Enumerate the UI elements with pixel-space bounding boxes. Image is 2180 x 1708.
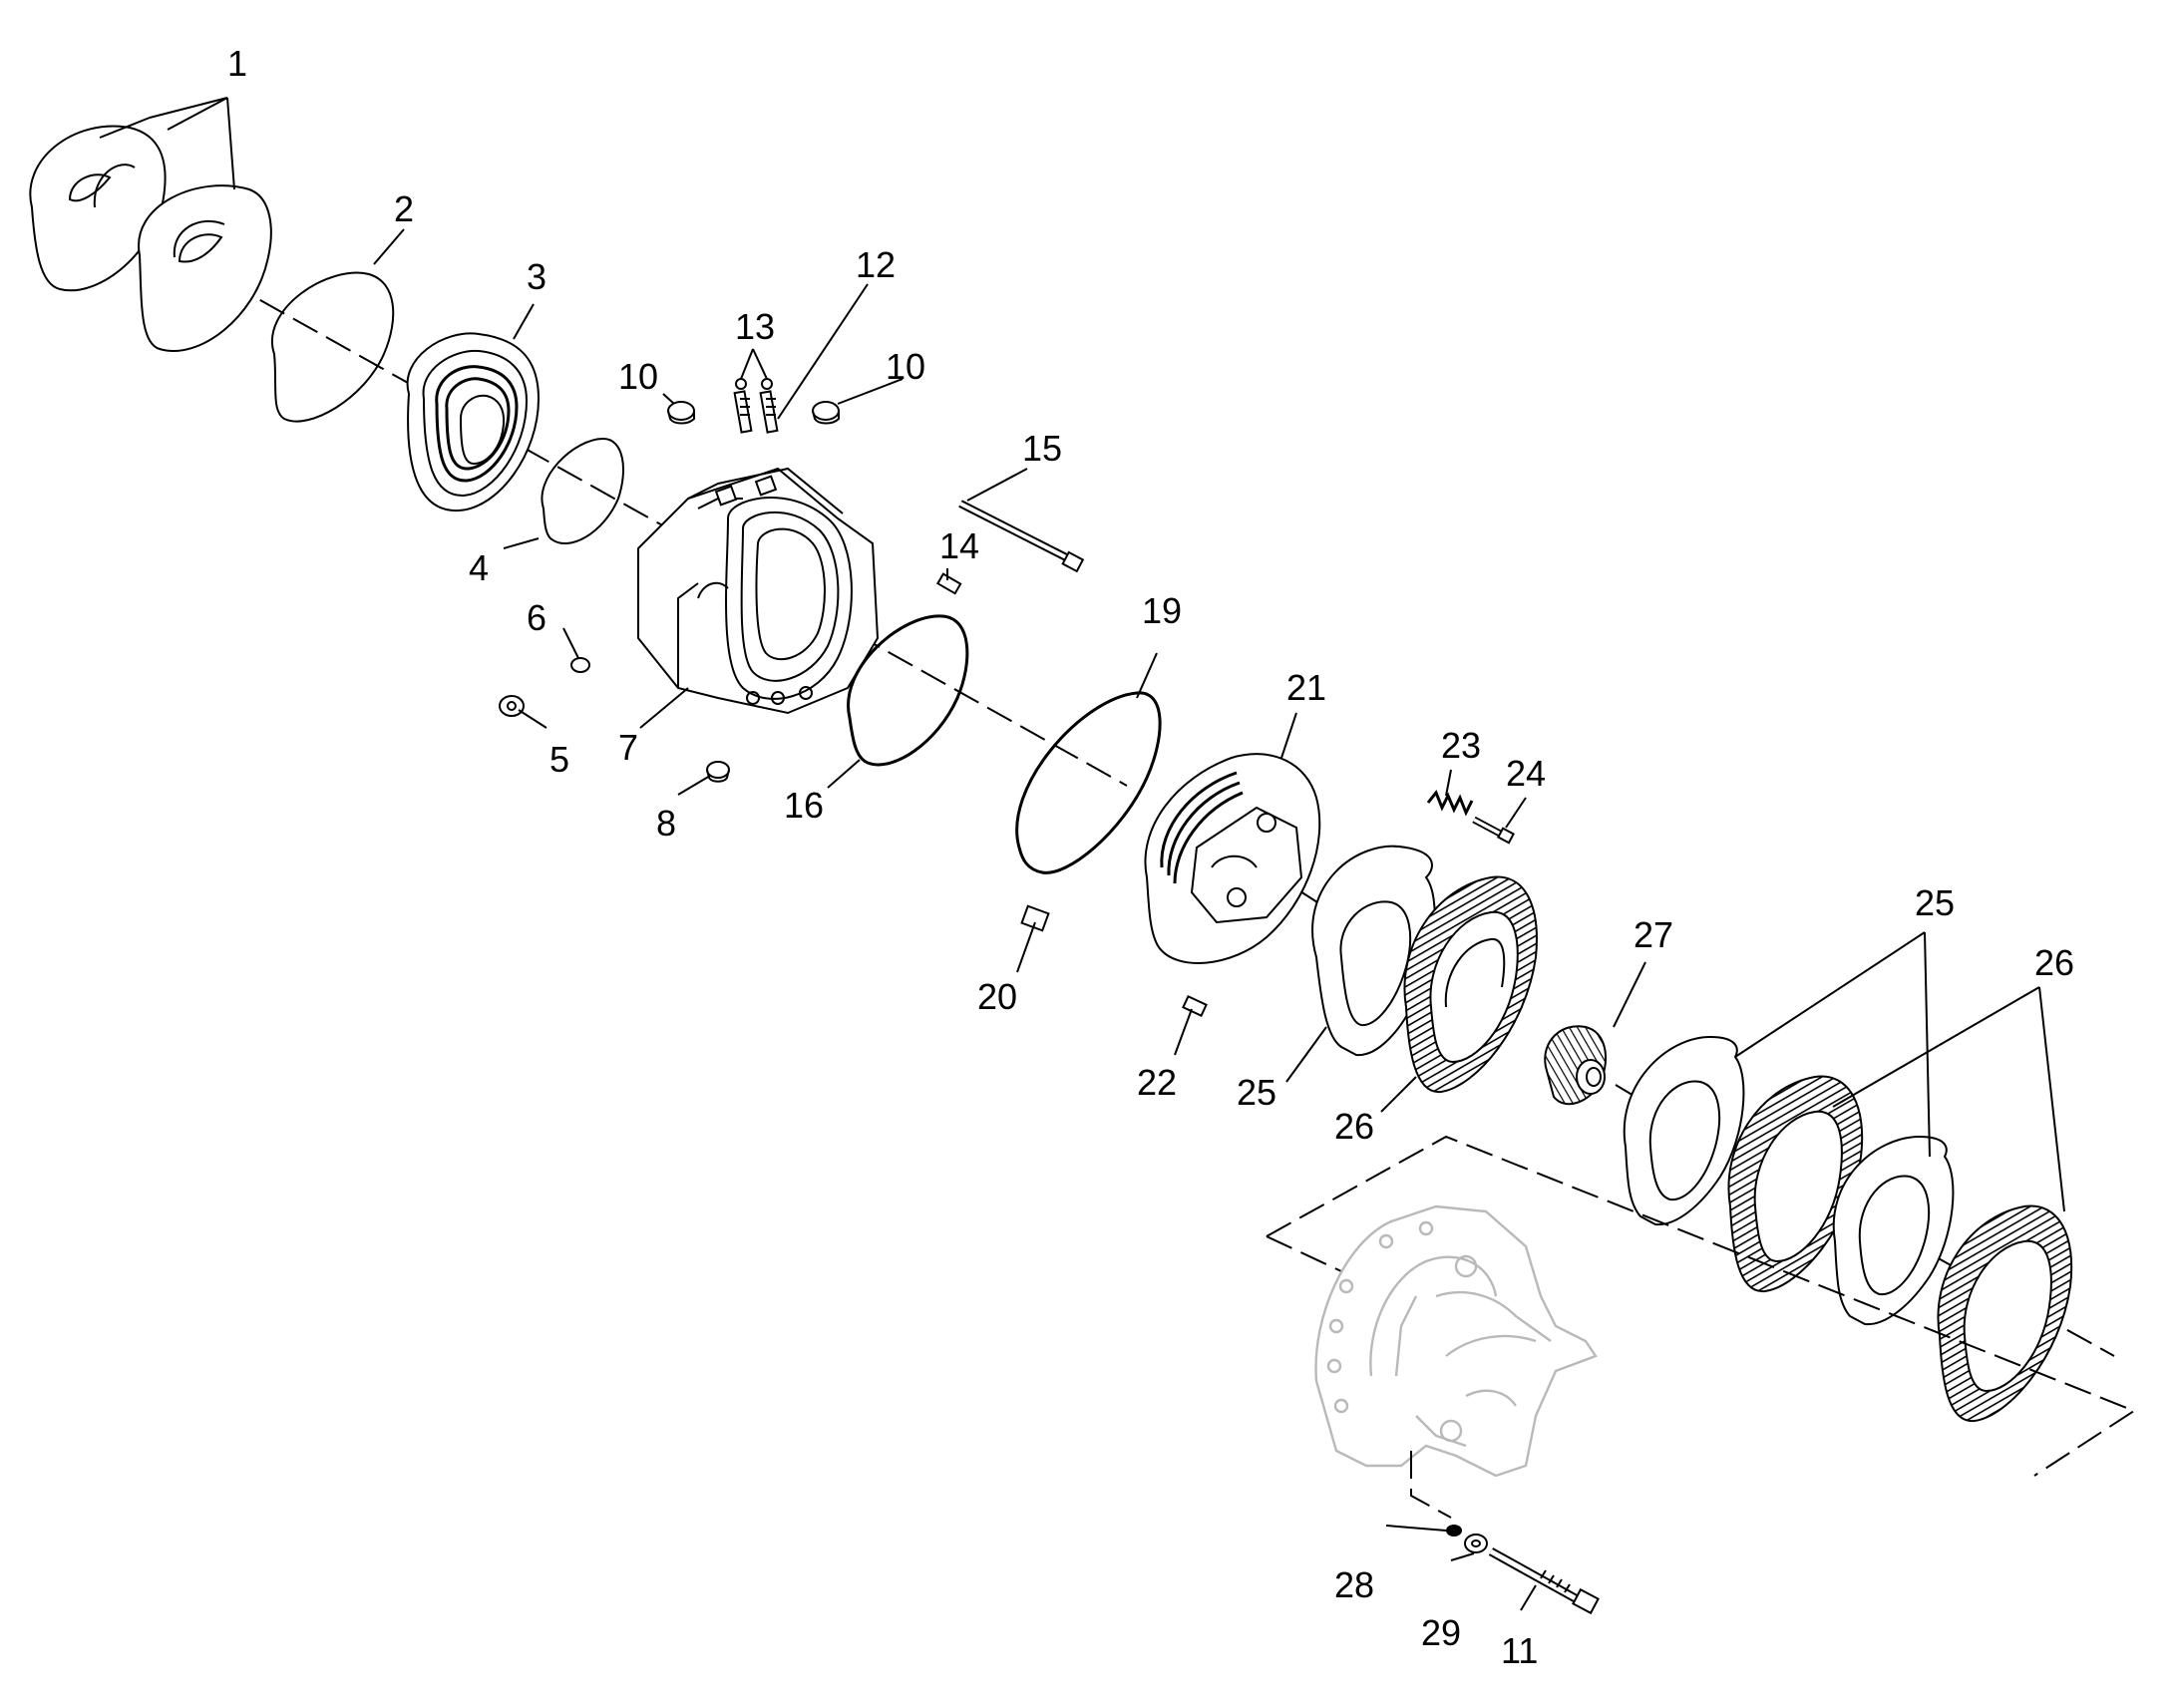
part-3-piston <box>406 332 541 512</box>
callout-3: 3 <box>527 256 546 297</box>
callout-labels: 1 2 3 4 5 6 7 8 10 10 13 12 15 14 16 19 … <box>227 43 2074 1671</box>
callout-21: 21 <box>1286 667 1326 708</box>
part-23-spring <box>1426 790 1474 817</box>
callout-25-a: 25 <box>1237 1072 1276 1113</box>
callout-28: 28 <box>1334 1564 1374 1605</box>
callout-22: 22 <box>1137 1062 1177 1103</box>
callout-26-a: 26 <box>1334 1106 1374 1147</box>
callout-25-b: 25 <box>1915 882 1955 923</box>
part-15-bolt <box>958 500 1085 573</box>
callout-10-right: 10 <box>886 346 925 387</box>
callout-1: 1 <box>227 43 247 84</box>
callout-15: 15 <box>1022 428 1062 469</box>
callout-16: 16 <box>784 785 824 826</box>
part-5-fitting <box>499 695 525 717</box>
callout-10-left: 10 <box>618 356 658 397</box>
centerline-bolt-11 <box>1410 1451 1452 1519</box>
part-6-small-ring <box>570 657 590 673</box>
callout-12: 12 <box>856 244 896 285</box>
part-10-plug-left <box>667 401 695 425</box>
callout-7: 7 <box>618 727 638 768</box>
part-25-separator-plate-2 <box>1623 1035 1745 1226</box>
part-20-dowel <box>1020 904 1050 932</box>
part-1-washer-plates <box>29 125 272 352</box>
part-14-pin <box>935 572 962 595</box>
part-8-plug <box>706 761 730 783</box>
part-26-friction-disc-2 <box>1727 1075 1864 1293</box>
part-7-housing <box>637 467 880 715</box>
part-27-gear <box>1544 1025 1607 1106</box>
part-19-o-ring <box>1015 691 1162 874</box>
callout-13: 13 <box>735 306 775 347</box>
callout-6: 6 <box>527 597 546 638</box>
leader-lines <box>99 97 2065 1611</box>
part-21-brake-piston <box>1144 753 1321 964</box>
part-13-bleeder-screws <box>733 378 779 434</box>
callout-29: 29 <box>1421 1612 1461 1653</box>
part-2-gasket <box>271 271 395 423</box>
part-24-pin <box>1472 816 1515 845</box>
part-22-fitting <box>1182 995 1208 1017</box>
callout-27: 27 <box>1634 914 1673 955</box>
part-4-seal <box>541 437 624 544</box>
callout-23: 23 <box>1441 725 1481 766</box>
callout-26-b: 26 <box>2034 942 2074 983</box>
part-25-separator-plate-3 <box>1832 1135 1955 1326</box>
callout-5: 5 <box>549 739 569 780</box>
part-11-bolt <box>1488 1547 1600 1615</box>
callout-2: 2 <box>394 188 414 229</box>
part-26-friction-disc-1 <box>1403 875 1538 1094</box>
callout-11: 11 <box>1501 1630 1538 1671</box>
callout-24: 24 <box>1506 753 1546 794</box>
part-26-friction-disc-3 <box>1937 1204 2073 1423</box>
callout-8: 8 <box>656 803 676 844</box>
part-29-washer <box>1464 1534 1488 1553</box>
disc-pack-bracket <box>1266 1135 2137 1477</box>
part-10-plug-right <box>812 401 840 425</box>
part-28-washer <box>1446 1525 1462 1537</box>
callout-19: 19 <box>1142 590 1182 631</box>
callout-4: 4 <box>469 547 489 588</box>
axle-housing-reference <box>1314 1204 1598 1478</box>
callout-20: 20 <box>977 976 1017 1017</box>
callout-14: 14 <box>939 525 979 566</box>
part-16-o-ring <box>847 614 969 767</box>
